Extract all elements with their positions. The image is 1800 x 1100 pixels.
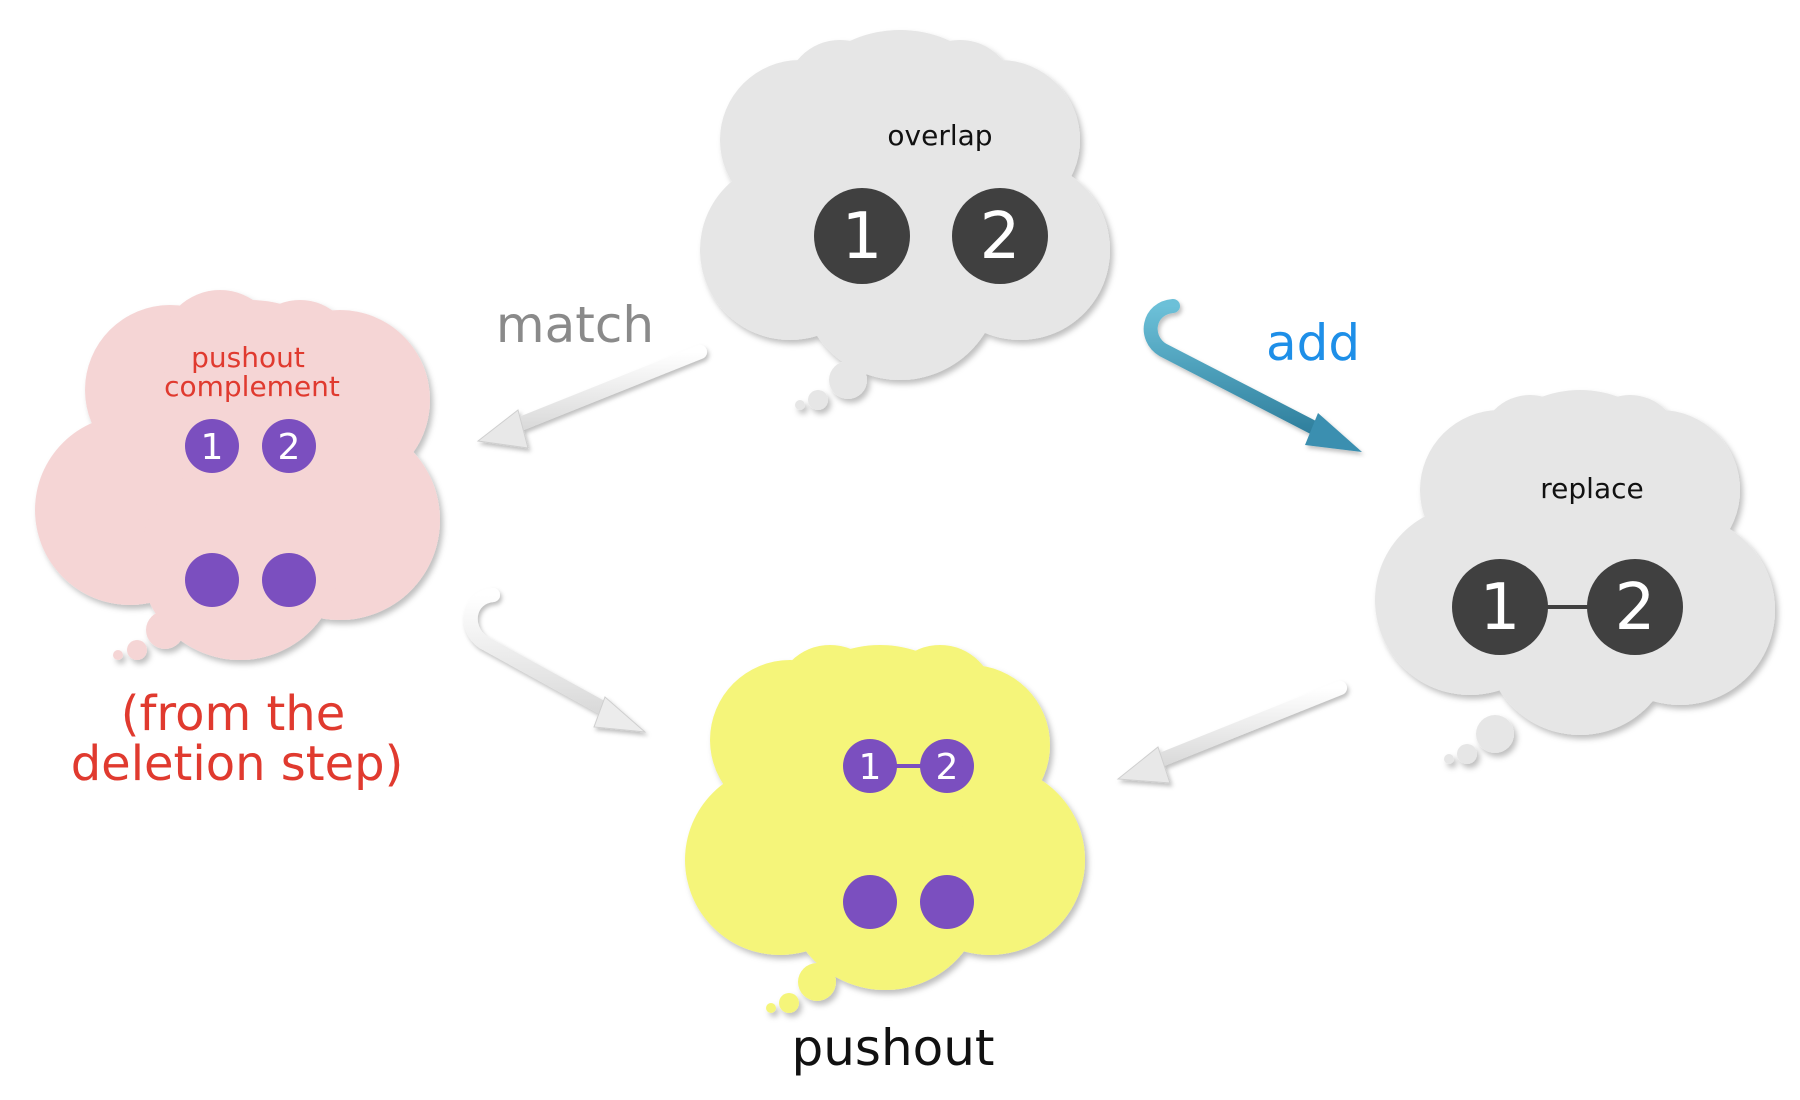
pushout-unlabeled-node-1 — [843, 875, 897, 929]
pushout-node-2-label: 2 — [936, 747, 959, 788]
replace-cloud — [1375, 390, 1775, 764]
overlap-title: overlap — [887, 119, 992, 152]
replace-title: replace — [1540, 472, 1643, 505]
pushout-complement-title-line1: pushout — [191, 341, 305, 374]
pushout-node-1-label: 1 — [859, 747, 882, 788]
pushout-complement-unlabeled-node-2 — [262, 553, 316, 607]
pushout-cloud — [685, 645, 1085, 1013]
replace-to-pushout-arrow — [1116, 681, 1347, 784]
replace-node-1: 1 — [1452, 559, 1548, 655]
pushout-node-1: 1 — [843, 739, 897, 793]
deletion-note-line1: (from the — [121, 686, 345, 742]
add-arrow — [1143, 299, 1362, 452]
complement-to-pushout-arrow — [463, 588, 647, 733]
pushout-complement-node-1-label: 1 — [201, 427, 224, 468]
overlap-node-2-label: 2 — [980, 200, 1021, 274]
pushout-complement-node-2-label: 2 — [278, 427, 301, 468]
deletion-note-line2: deletion step) — [71, 736, 404, 792]
replace-node-1-label: 1 — [1480, 571, 1521, 645]
pushout-complement-unlabeled-node-1 — [185, 553, 239, 607]
add-label: add — [1266, 314, 1360, 372]
overlap-node-2: 2 — [952, 188, 1048, 284]
pushout-label: pushout — [791, 1019, 994, 1077]
overlap-node-1-label: 1 — [842, 200, 883, 274]
replace-node-2-label: 2 — [1615, 571, 1656, 645]
match-label: match — [496, 296, 654, 354]
match-arrow — [476, 345, 707, 449]
overlap-node-1: 1 — [814, 188, 910, 284]
pushout-unlabeled-node-2 — [920, 875, 974, 929]
pushout-complement-node-1: 1 — [185, 419, 239, 473]
pushout-node-2: 2 — [920, 739, 974, 793]
replace-node-2: 2 — [1587, 559, 1683, 655]
pushout-complement-title-line2: complement — [164, 370, 340, 403]
pushout-complement-node-2: 2 — [262, 419, 316, 473]
